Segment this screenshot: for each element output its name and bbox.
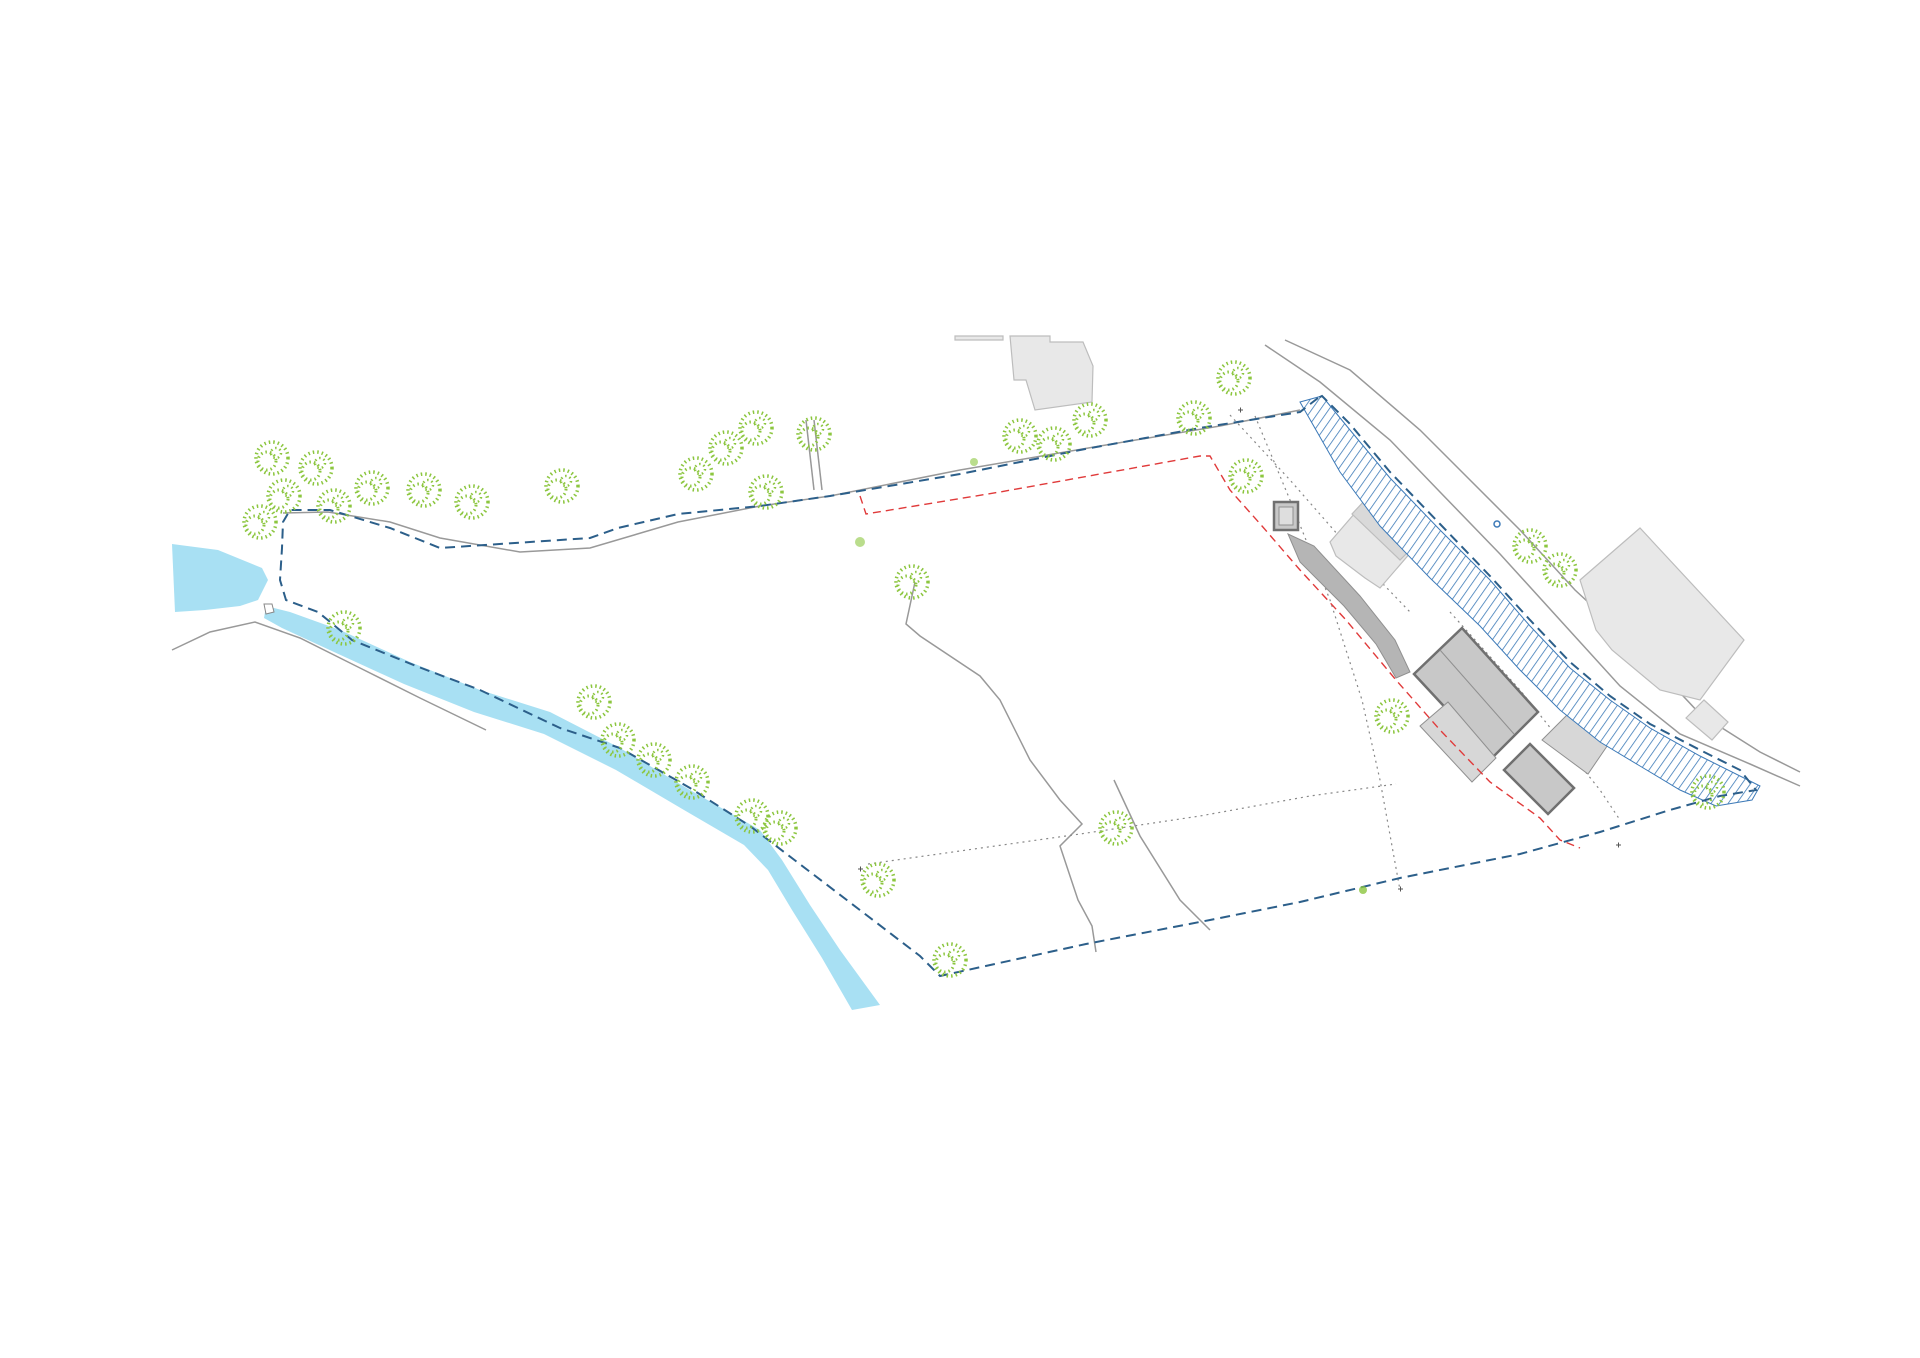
tree-canopy-icon [738, 410, 774, 446]
project-buildings [1272, 500, 1615, 816]
annex-building [1502, 742, 1576, 816]
neighbor-shed [1685, 699, 1729, 741]
markers [855, 407, 1621, 894]
stream-inlet [263, 603, 275, 615]
tree-canopy-icon [600, 722, 636, 758]
tree-canopy-icon [254, 440, 290, 476]
property-boundary [278, 394, 1758, 978]
tree-canopy-icon [1098, 810, 1134, 846]
tree-canopy-icon [454, 484, 490, 520]
survey-point-icon [1238, 407, 1243, 413]
tree-canopy-icon [354, 470, 390, 506]
survey-point-icon [1616, 842, 1621, 848]
access-track-1 [805, 419, 815, 491]
tree-canopy-icon [894, 564, 930, 600]
tree-canopy-icon [1512, 528, 1548, 564]
tree-canopy-icon [242, 504, 278, 540]
tree-canopy-icon [576, 684, 612, 720]
tree-canopy-icon [708, 430, 744, 466]
neighbor-buildings [954, 335, 1745, 741]
tree-canopy-icon [860, 862, 896, 898]
tree-canopy-icon [406, 472, 442, 508]
tree-canopy-icon [1036, 426, 1072, 462]
road-edge-1 [1264, 344, 1801, 787]
survey-point-icon [858, 866, 863, 872]
tree-canopy-icon [544, 468, 580, 504]
main-house-terrace [1419, 701, 1497, 783]
neighbor-house-north [1009, 335, 1094, 411]
tree-canopy-icon [1072, 402, 1108, 438]
interior-path [905, 581, 1097, 953]
small-shrub-icon [855, 537, 865, 547]
tree-canopy-icon [316, 488, 352, 524]
field-division [1113, 779, 1211, 931]
neighbor-warehouse [1579, 527, 1745, 701]
well-icon [1493, 520, 1501, 528]
south-edge-line [171, 621, 487, 731]
pond [172, 544, 268, 612]
access-road-hatch [1299, 395, 1761, 807]
tree-canopy-icon [678, 456, 714, 492]
garage-building-inner [1278, 506, 1294, 526]
north-edge-line [282, 409, 1301, 553]
survey-point-icon [1398, 886, 1403, 892]
tree-canopy-icon [1542, 552, 1578, 588]
tree-canopy-icon [1374, 698, 1410, 734]
tree-canopy-icon [1228, 458, 1264, 494]
road-edge-2 [1284, 339, 1801, 773]
setback-line [859, 455, 1581, 849]
small-shrub-icon [970, 458, 978, 466]
stream-channel [264, 606, 880, 1010]
tree-canopy-icon [1216, 360, 1252, 396]
main-house-roof-line [1439, 649, 1515, 735]
tree-canopy-icon [266, 478, 302, 514]
trees [242, 360, 1726, 978]
access-track-2 [813, 419, 823, 491]
tree-canopy-icon [298, 450, 334, 486]
neighbor-house-north-annex [954, 335, 1004, 341]
water-features [172, 544, 880, 1010]
tree-canopy-icon [674, 764, 710, 800]
tree-canopy-icon [1002, 418, 1038, 454]
driveway-ramp [1287, 533, 1411, 679]
small-shrub-icon [1359, 886, 1367, 894]
